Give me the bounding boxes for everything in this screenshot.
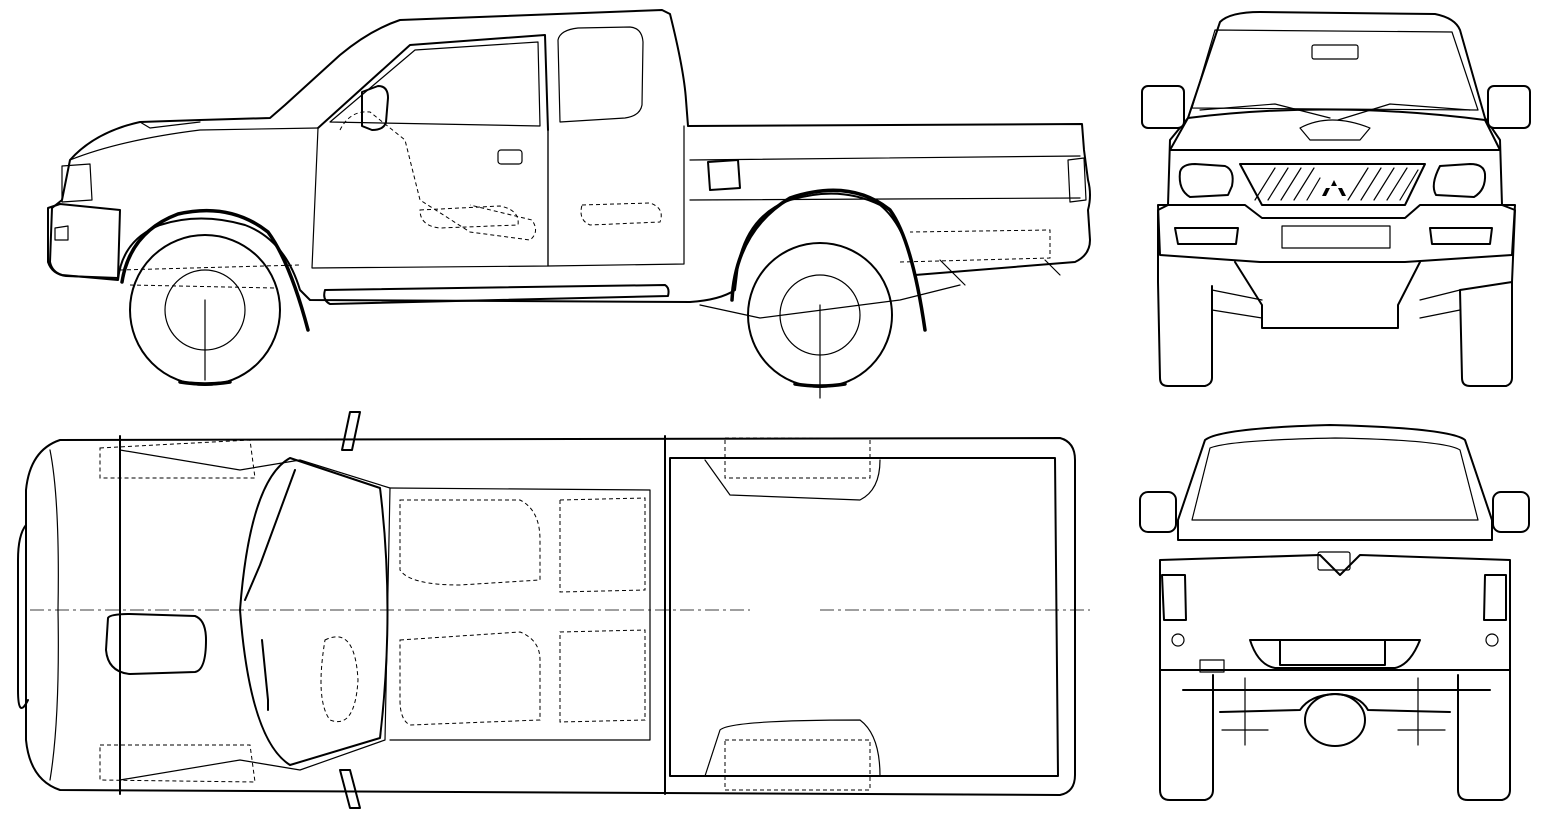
top-wipers (244, 469, 296, 711)
top-right-mirror (339, 769, 361, 809)
top-wheel-arch-left (704, 459, 881, 501)
rear-plate (1279, 639, 1386, 666)
rear-left-reflector (1171, 633, 1185, 647)
side-front-window (329, 41, 541, 127)
top-windshield (239, 457, 389, 766)
front-body-outline (1157, 11, 1516, 387)
front-emblem (1322, 180, 1346, 196)
rear-left-tire (1159, 669, 1214, 801)
top-body-outline (25, 437, 1076, 796)
side-step-bar (323, 284, 670, 305)
rear-cab-outline (1177, 424, 1493, 541)
rear-shocks (1221, 677, 1446, 746)
front-hood-scoop (1299, 119, 1371, 141)
front-hood (1169, 108, 1501, 151)
side-rear-window (557, 26, 644, 123)
side-hidden-frame (119, 229, 1051, 289)
top-hood-scoop (105, 613, 207, 675)
rear-tailgate (1159, 554, 1511, 671)
side-tail-lamp (1067, 157, 1087, 203)
side-door-handle (497, 149, 523, 165)
side-spring (699, 259, 1061, 319)
rear-right-mirror (1492, 491, 1530, 533)
side-headlamp (54, 163, 93, 241)
side-front-door (311, 127, 549, 269)
top-wheel-arch-right (704, 719, 881, 777)
front-left-headlamp (1178, 163, 1234, 198)
front-view (1141, 11, 1531, 387)
front-right-headlamp (1432, 163, 1487, 198)
front-fog-lamps (1174, 227, 1493, 245)
side-front-bumper (47, 203, 121, 279)
side-mirror (361, 85, 389, 131)
front-roof-lamp (1311, 44, 1359, 60)
side-rear-door (547, 125, 685, 267)
rear-hitch (1199, 659, 1225, 673)
side-bed-rail (687, 123, 1083, 201)
side-hood-line (69, 121, 319, 161)
front-grille-hatch (1254, 167, 1419, 201)
rear-handle (1317, 551, 1351, 571)
side-hidden-seat (339, 111, 662, 241)
front-left-mirror (1141, 85, 1185, 129)
top-bed (669, 457, 1059, 777)
side-body-outline (49, 9, 1091, 303)
top-hidden-seats (99, 439, 646, 783)
side-front-flare (120, 208, 310, 332)
rear-bumper (1249, 639, 1421, 669)
side-view (47, 9, 1091, 399)
top-left-mirror (341, 411, 361, 451)
side-rear-flare (730, 188, 927, 332)
rear-window (1191, 437, 1479, 521)
side-fuel-door (707, 159, 741, 191)
top-roof (389, 487, 651, 741)
front-nudge-bar (1234, 261, 1421, 329)
rear-tail-lamps (1161, 574, 1507, 621)
top-view (17, 411, 1090, 809)
front-windshield (1191, 29, 1479, 111)
rear-view (1139, 424, 1530, 801)
front-wipers (1199, 103, 1471, 121)
side-windshield (317, 34, 549, 131)
rear-right-tire (1457, 669, 1511, 801)
front-bumper (1157, 204, 1516, 263)
rear-differential (1304, 693, 1366, 747)
front-plate (1281, 225, 1391, 249)
rear-left-mirror (1139, 491, 1177, 533)
front-suspension (1211, 289, 1461, 319)
top-front-bumper (17, 524, 29, 709)
front-right-mirror (1487, 85, 1531, 129)
top-hidden-wheels (724, 437, 871, 791)
side-tire-contact (178, 380, 847, 388)
front-grille (1239, 163, 1426, 206)
rear-right-reflector (1485, 633, 1499, 647)
top-hood (49, 449, 391, 781)
